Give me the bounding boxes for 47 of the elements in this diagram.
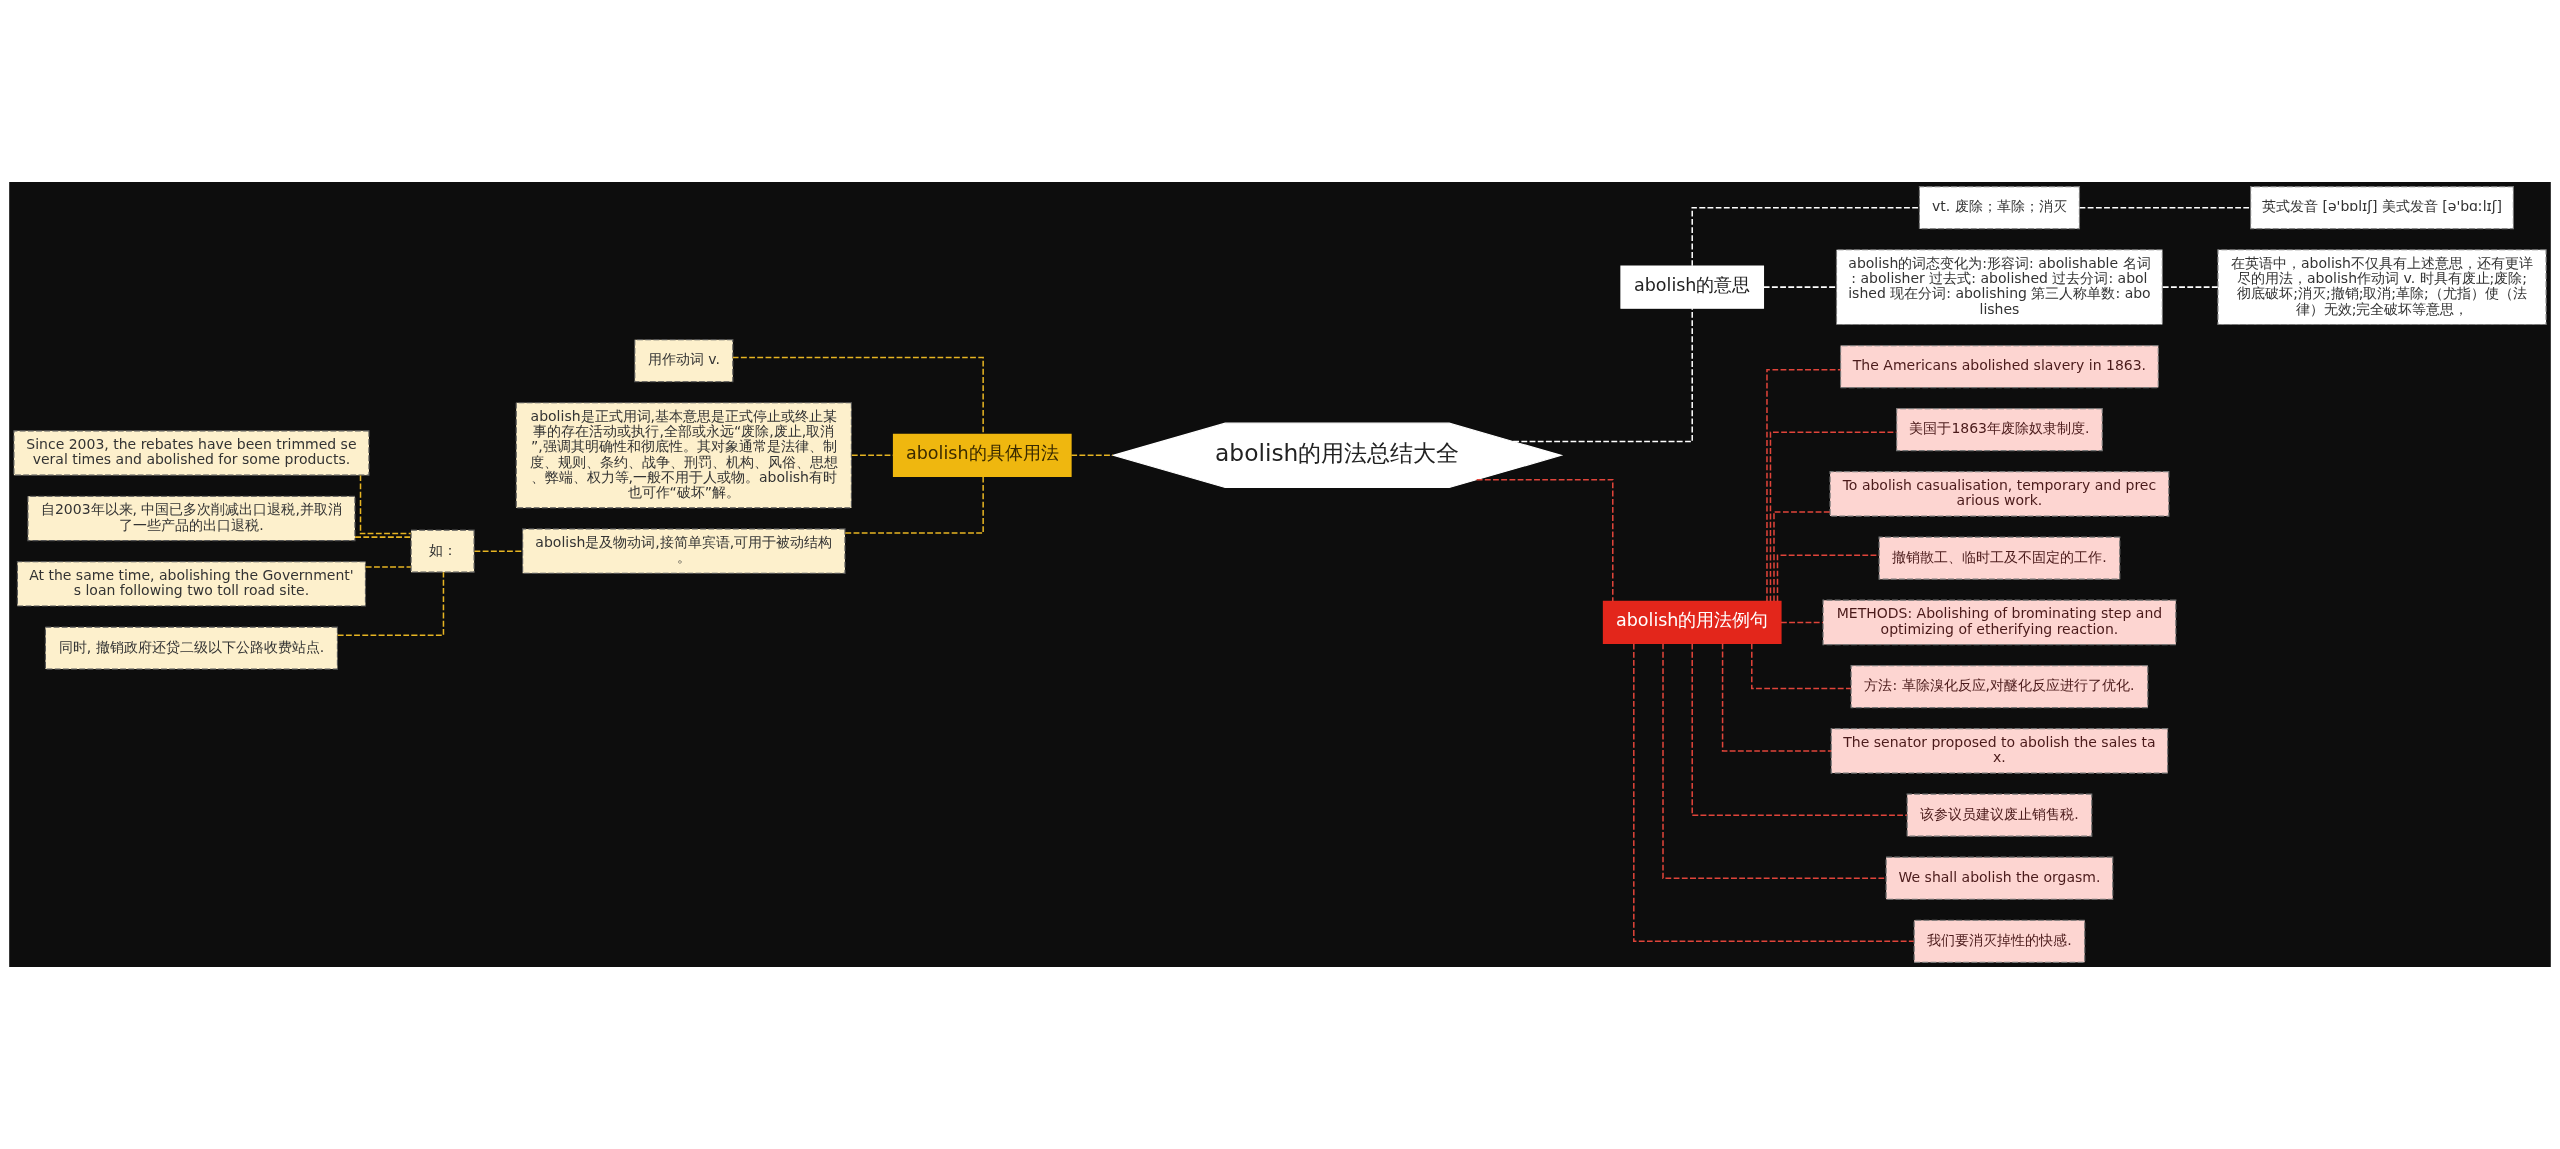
connector — [336, 571, 445, 636]
connector — [2162, 286, 2219, 288]
connector — [844, 475, 984, 534]
connector — [1763, 286, 1837, 288]
node-box: vt. 废除；革除；消灭 — [1918, 186, 2081, 230]
connector — [364, 566, 412, 568]
node-box: 同时, 撤销政府还贷二级以下公路收费站点. — [44, 626, 339, 670]
connector — [473, 550, 524, 552]
node-box: The Americans abolished slavery in 1863. — [1840, 344, 2159, 389]
node-box: 撤销散工、临时工及不固定的工作. — [1878, 536, 2121, 580]
connector — [1766, 368, 1842, 603]
connector — [1512, 307, 1693, 443]
node-box: 英式发音 [ə'bɒlɪʃ] 美式发音 [ə'bɑːlɪʃ] — [2250, 186, 2514, 230]
node-box: abolish的用法例句 — [1602, 600, 1782, 644]
node-box: At the same time, abolishing the Government's loan following two toll road site. — [16, 561, 367, 607]
node-box: To abolish casualisation, temporary and precarious work. — [1829, 471, 2170, 517]
connector — [1773, 511, 1831, 602]
connector — [1070, 454, 1114, 457]
node-box: We shall abolish the orgasm. — [1885, 856, 2114, 900]
connector — [1662, 643, 1887, 879]
node-box: abolish是及物动词,接简单宾语,可用于被动结构。 — [522, 528, 846, 574]
node-box: 用作动词 v. — [634, 339, 734, 383]
node-box: 该参议员建议废止销售税. — [1906, 793, 2093, 837]
node-box: abolish的意思 — [1620, 265, 1765, 309]
connector — [359, 474, 412, 535]
node-box: abolish的词态变化为:形容词: abolishable 名词: abolisher 过去式: abolished 过去分词: abolished 现在分词: abolishing 第三人称单数: abolishes — [1835, 249, 2163, 326]
node-box: 美国于1863年废除奴隶制度. — [1896, 408, 2103, 452]
node-box: The senator proposed to abolish the sales tax. — [1830, 728, 2169, 774]
node-box: 在英语中，abolish不仅具有上述意思，还有更详尽的用法，abolish作动词 v. 时具有废止;废除;彻底破坏;消灭;撤销;取消;革除;（尤指）使（法律）无效;完全破坏等意思， — [2217, 249, 2547, 326]
connector — [2078, 206, 2252, 209]
connector — [1751, 642, 1852, 690]
node-box: abolish是正式用词,基本意思是正式停止或终止某事的存在活动或执行,全部或永远“废除,废止,取消”,强调其明确性和彻底性。其对象通常是法律、制度、规则、条约、战争、刑罚、机构、风俗、思想、弊端、权力等,一般不用于人或物。abolish有时也可作“破坏”解。 — [515, 402, 852, 509]
node-box: 方法: 革除溴化反应,对醚化反应进行了优化. — [1850, 665, 2149, 709]
node-box: Since 2003, the rebates have been trimmed several times and abolished for some products. — [13, 430, 370, 476]
connector — [1780, 621, 1824, 624]
node-box: METHODS: Abolishing of brominating step and optimizing of etherifying reaction. — [1822, 599, 2177, 646]
node-box: 如： — [410, 529, 475, 573]
node-box: abolish的具体用法 — [892, 433, 1072, 477]
connector — [1691, 206, 1920, 267]
connector — [354, 536, 412, 538]
connector — [1691, 643, 1908, 816]
connector — [1721, 642, 1832, 752]
node-box: 我们要消灭掉性的快感. — [1913, 919, 2086, 963]
connector — [1633, 643, 1915, 943]
node-box: 自2003年以来, 中国已多次削减出口退税,并取消了一些产品的出口退税. — [27, 495, 356, 542]
connector — [732, 356, 984, 435]
connector — [1475, 479, 1614, 603]
